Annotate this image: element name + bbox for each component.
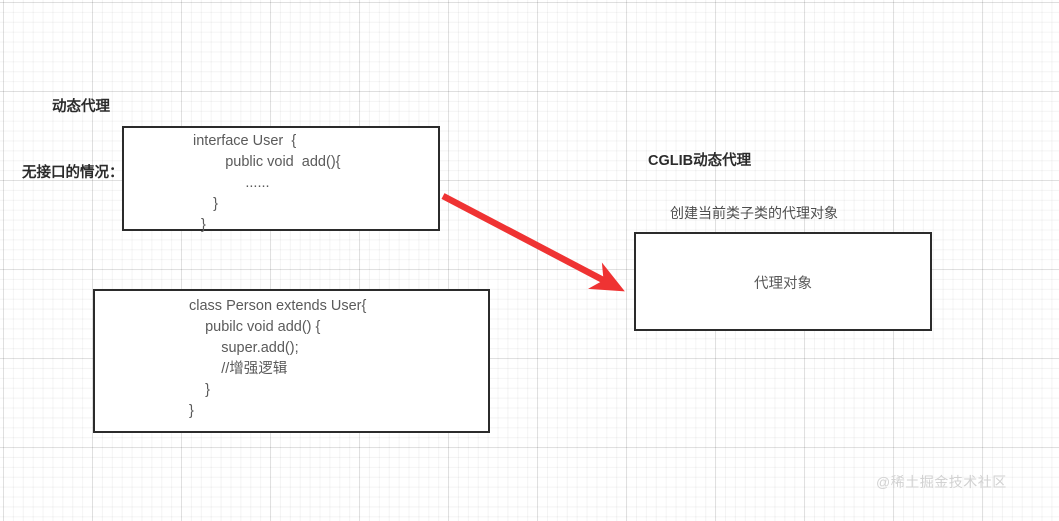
site-watermark: @稀土掘金技术社区 <box>876 474 1007 490</box>
interface-user-code-box: interface User { public void add(){ ....… <box>122 126 440 233</box>
heading-line-1: 动态代理 <box>52 99 110 115</box>
create-subclass-note-label: 创建当前类子类的代理对象 <box>670 205 838 221</box>
class-person-code-box: class Person extends User{ pubilc void a… <box>93 289 490 433</box>
proxy-object-label: 代理对象 <box>754 276 812 292</box>
red-arrow-line <box>441 193 625 292</box>
interface-user-code-text: interface User { public void add(){ ....… <box>193 133 341 233</box>
proxy-object-box: 代理对象 <box>634 232 932 331</box>
class-person-code-text: class Person extends User{ pubilc void a… <box>189 298 367 419</box>
cglib-title-label: CGLIB动态代理 <box>648 153 752 169</box>
heading-line-2: 无接口的情况： <box>22 165 124 181</box>
diagram-heading: 动态代理 无接口的情况： <box>22 52 282 228</box>
